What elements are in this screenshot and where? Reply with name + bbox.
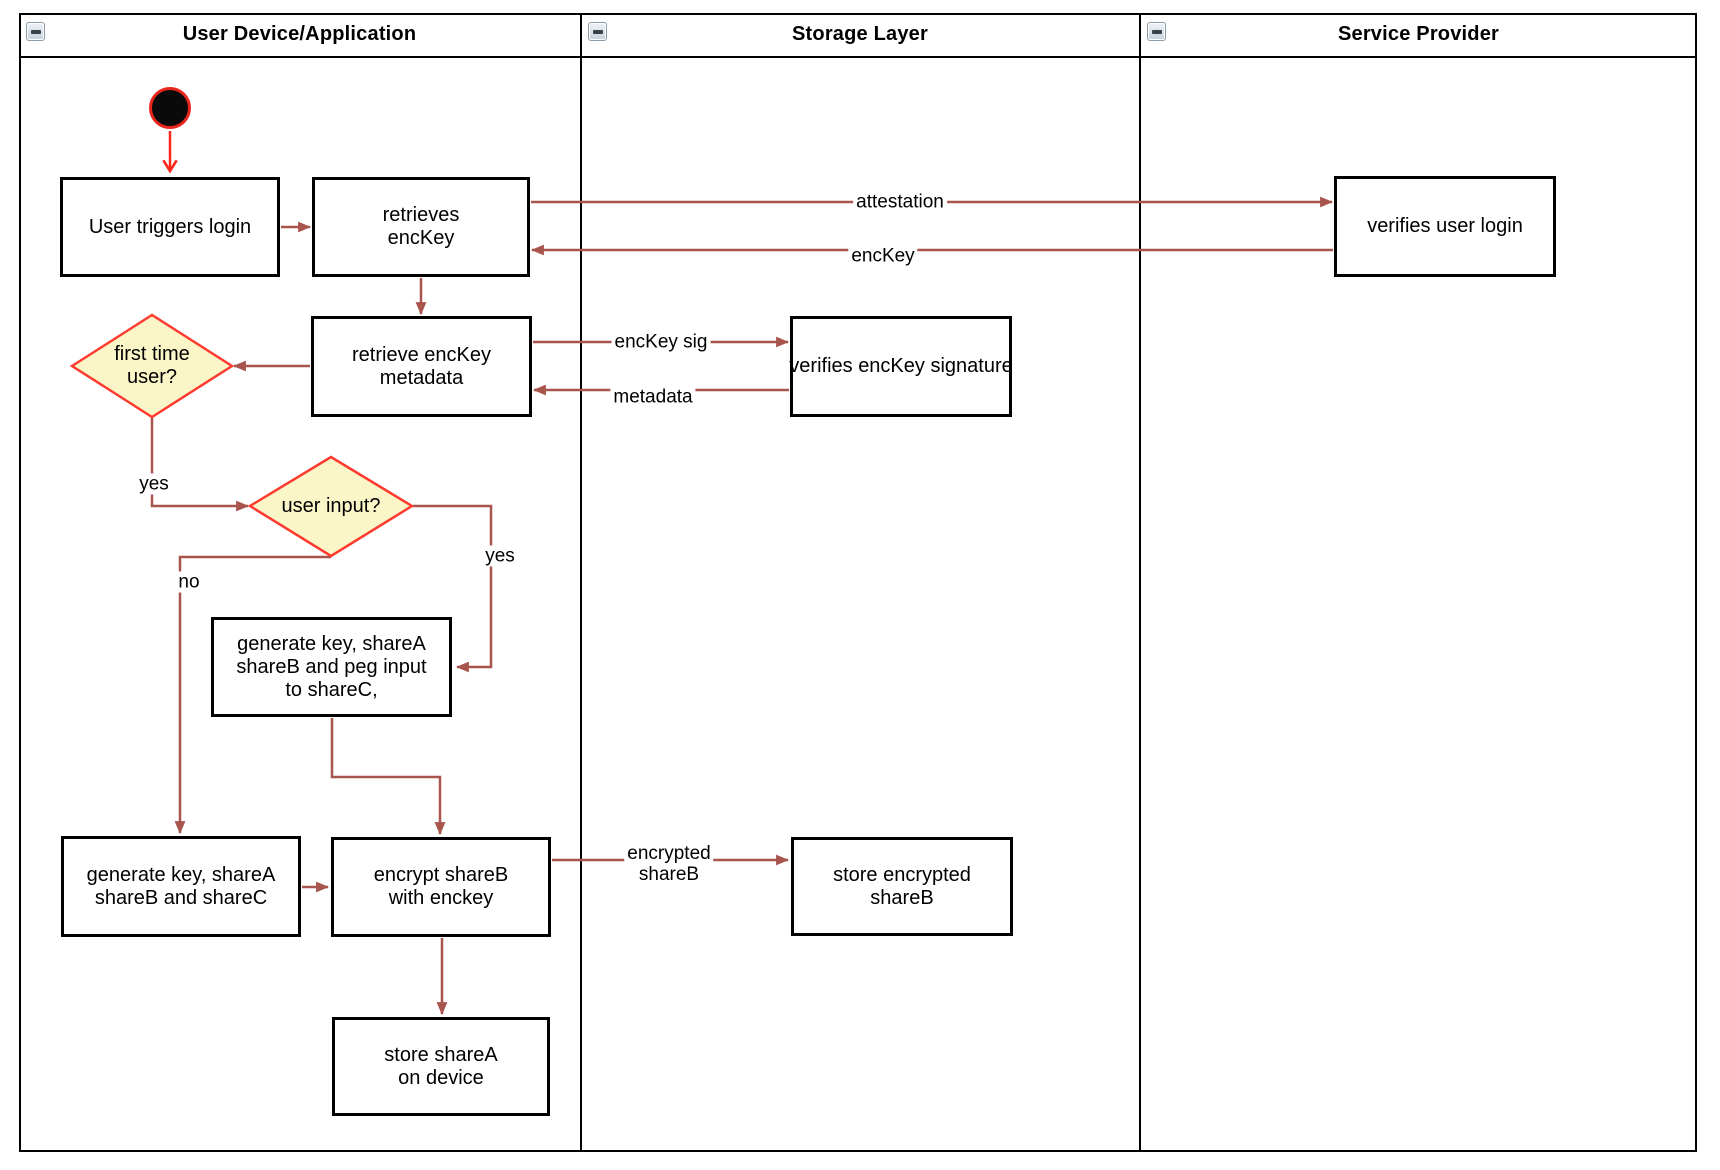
node-verifies-user-login[interactable]: verifies user login xyxy=(1334,176,1556,277)
edge-label-no-user-input[interactable]: no xyxy=(175,571,203,593)
lane-title-storage-layer: Storage Layer xyxy=(792,23,928,45)
edge-label-yes-user-input[interactable]: yes xyxy=(482,545,518,567)
lane-title-service-provider: Service Provider xyxy=(1337,23,1500,45)
start-node[interactable] xyxy=(149,87,191,129)
node-generate-key-sharec[interactable]: generate key, shareA shareB and shareC xyxy=(61,836,301,937)
node-store-encrypted-shareb[interactable]: store encrypted shareB xyxy=(791,837,1013,936)
minus-icon xyxy=(592,29,603,34)
node-encrypt-shareb[interactable]: encrypt shareB with enckey xyxy=(331,837,551,937)
lane-divider-1 xyxy=(580,13,582,1152)
collapse-icon-lane-3[interactable] xyxy=(1147,22,1166,41)
edge-label-metadata[interactable]: metadata xyxy=(610,386,696,408)
decision-user-input-label: user input? xyxy=(281,494,381,517)
edge-label-yes-first-time[interactable]: yes xyxy=(136,473,172,495)
node-retrieves-enckey[interactable]: retrieves encKey xyxy=(312,177,530,277)
node-verifies-enckey-signature[interactable]: verifies encKey signature xyxy=(789,316,1013,417)
pool-header-divider xyxy=(19,56,1697,58)
node-user-triggers-login[interactable]: User triggers login xyxy=(60,177,280,277)
decision-first-time-user-label: first time user? xyxy=(114,343,190,388)
lane-divider-2 xyxy=(1139,13,1141,1152)
node-generate-key-peg[interactable]: generate key, shareA shareB and peg inpu… xyxy=(211,617,452,717)
edge-label-enckey[interactable]: encKey xyxy=(848,245,918,267)
collapse-icon-lane-2[interactable] xyxy=(588,22,607,41)
edge-label-encrypted-shareb[interactable]: encrypted shareB xyxy=(624,843,714,885)
edge-label-attestation[interactable]: attestation xyxy=(853,191,947,213)
minus-icon xyxy=(1151,29,1162,34)
collapse-icon-lane-1[interactable] xyxy=(26,22,45,41)
minus-icon xyxy=(30,29,41,34)
node-store-sharea[interactable]: store shareA on device xyxy=(332,1017,550,1116)
edge-label-enckey-sig[interactable]: encKey sig xyxy=(611,331,711,353)
node-retrieve-enckey-metadata[interactable]: retrieve encKey metadata xyxy=(311,316,532,417)
lane-title-user-device: User Device/Application xyxy=(182,23,417,45)
